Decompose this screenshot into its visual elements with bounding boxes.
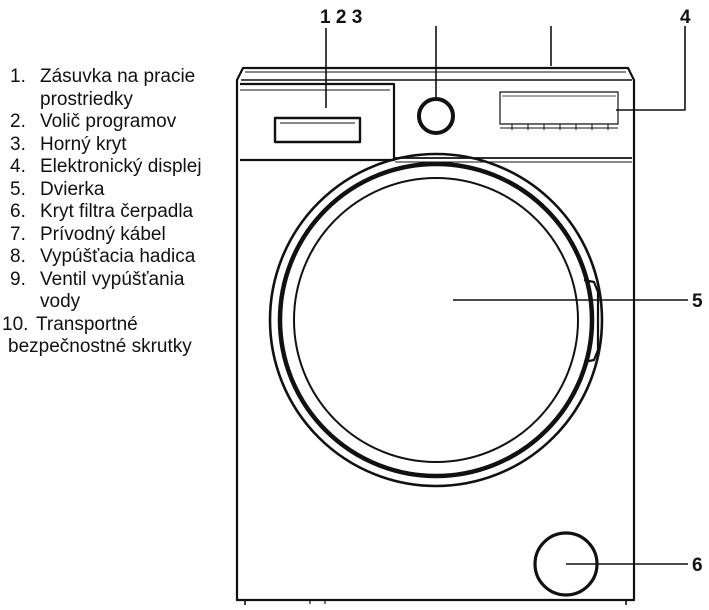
callout-label-6: 6 xyxy=(692,555,703,576)
legend-item-text: prostriedky xyxy=(40,88,133,110)
legend-item-number: 2. xyxy=(10,111,26,132)
legend-item-number: 5. xyxy=(10,178,26,200)
legend-item-text: Dvierka xyxy=(40,178,105,200)
legend-item-text: Prívodný kábel xyxy=(40,223,166,245)
legend-item-text: Transportné xyxy=(36,313,138,335)
legend-item-text: Vypúšťacia hadica xyxy=(40,246,196,267)
legend-item-text: Zásuvka na pracie xyxy=(40,66,196,87)
legend-item-number: 7. xyxy=(10,223,26,245)
legend-item-text: Elektronický displej xyxy=(40,156,202,177)
legend-item-number: 6. xyxy=(10,201,26,222)
display-buttons xyxy=(511,124,609,130)
machine-cabinet xyxy=(235,66,636,602)
door-rim xyxy=(277,161,595,479)
legend-item-number: 9. xyxy=(10,268,26,290)
legend-item-text: Kryt filtra čerpadla xyxy=(40,201,194,222)
legend-item-text: bezpečnostné skrutky xyxy=(8,336,192,357)
leader-lines xyxy=(325,26,688,565)
door-glass xyxy=(293,177,579,463)
callout-label-5: 5 xyxy=(692,291,703,312)
leader-line-display xyxy=(616,26,686,111)
electronic-display xyxy=(499,91,619,125)
legend-item-number: 3. xyxy=(10,133,26,155)
legend-item-text: Horný kryt xyxy=(40,133,127,155)
legend-item-text: Volič programov xyxy=(40,111,177,132)
door-outer-ring xyxy=(268,152,604,488)
legend-item-number: 4. xyxy=(10,156,26,177)
callout-label-4: 4 xyxy=(680,7,691,28)
legend-item-text: Ventil vypúšťania xyxy=(40,268,185,290)
door-handle xyxy=(583,278,600,364)
legend-item-number: 8. xyxy=(10,246,26,267)
legend-item-text: vody xyxy=(40,291,81,312)
legend-item-number: 1. xyxy=(10,66,26,87)
callout-label-1-2-3: 1 2 3 xyxy=(320,7,362,28)
program-selector-knob xyxy=(417,97,455,135)
legend-item-number: 10. xyxy=(2,313,29,335)
detergent-drawer xyxy=(240,82,396,162)
drawer-handle xyxy=(273,116,362,144)
